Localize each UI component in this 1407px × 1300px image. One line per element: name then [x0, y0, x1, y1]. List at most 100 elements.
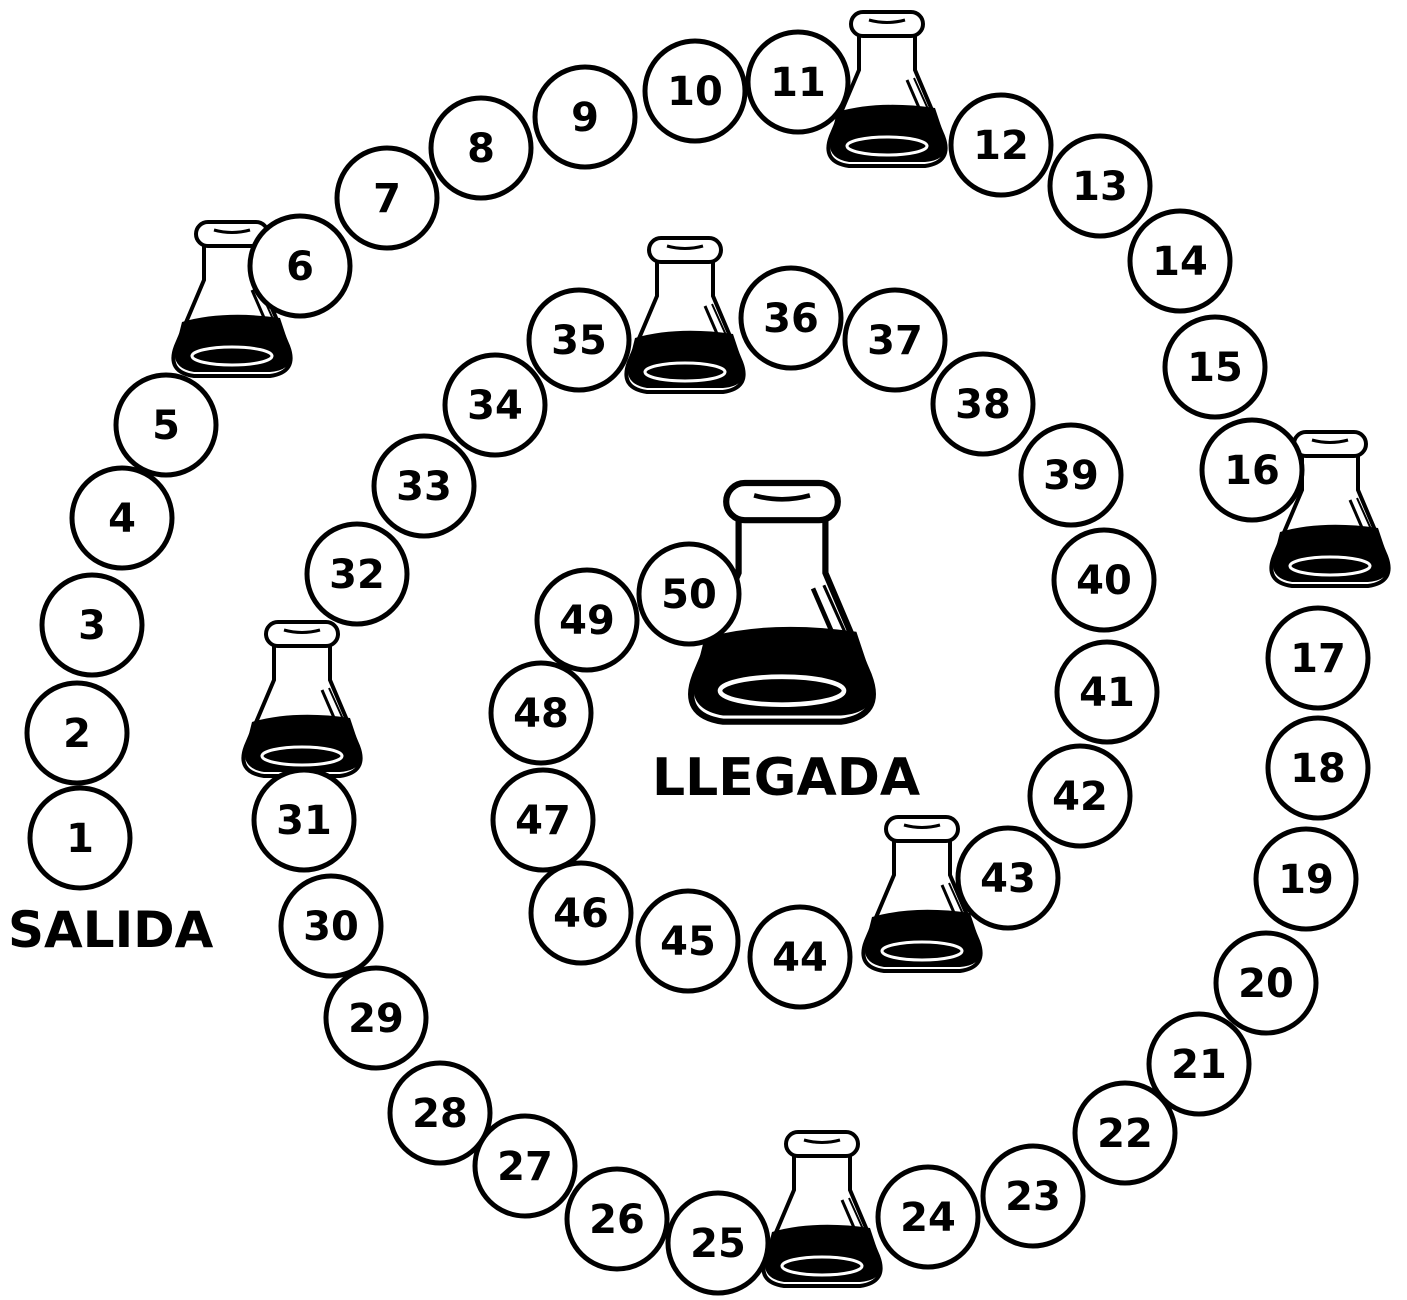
- board-space-number: 39: [1043, 453, 1099, 499]
- board-space-number: 13: [1072, 164, 1128, 210]
- board-space-number: 48: [513, 691, 569, 737]
- board-space-number: 12: [973, 123, 1029, 169]
- board-space-13: 13: [1050, 136, 1150, 236]
- board-space-46: 46: [531, 863, 631, 963]
- board-space-37: 37: [845, 290, 945, 390]
- board-space-number: 35: [551, 318, 607, 364]
- board-space-38: 38: [933, 354, 1033, 454]
- board-space-33: 33: [374, 436, 474, 536]
- board-space-19: 19: [1256, 829, 1356, 929]
- board-space-6: 6: [250, 216, 350, 316]
- flask-icon: [763, 1132, 881, 1286]
- board-space-25: 25: [668, 1193, 768, 1293]
- start-label: SALIDA: [8, 905, 213, 955]
- board-space-number: 34: [467, 383, 523, 429]
- board-space-number: 38: [955, 382, 1011, 428]
- board-space-1: 1: [30, 788, 130, 888]
- board-space-40: 40: [1054, 530, 1154, 630]
- board-space-8: 8: [431, 98, 531, 198]
- board-space-39: 39: [1021, 425, 1121, 525]
- board-space-27: 27: [475, 1116, 575, 1216]
- board-space-22: 22: [1075, 1083, 1175, 1183]
- board-space-45: 45: [638, 891, 738, 991]
- board-space-number: 26: [589, 1197, 645, 1243]
- board-space-9: 9: [535, 67, 635, 167]
- flask-icon: [626, 238, 744, 392]
- board-space-11: 11: [748, 32, 848, 132]
- board-space-29: 29: [326, 968, 426, 1068]
- board-space-number: 1: [66, 816, 94, 862]
- board-space-number: 10: [667, 69, 723, 115]
- board-space-number: 7: [373, 176, 401, 222]
- flask-icon: [243, 622, 361, 776]
- board-space-10: 10: [645, 41, 745, 141]
- board-space-number: 24: [900, 1195, 956, 1241]
- board-space-number: 11: [770, 60, 826, 106]
- board-space-42: 42: [1030, 746, 1130, 846]
- board-space-number: 21: [1171, 1042, 1227, 1088]
- board-space-number: 43: [980, 856, 1036, 902]
- board-space-47: 47: [493, 770, 593, 870]
- board-space-number: 4: [108, 496, 136, 542]
- board-space-number: 50: [661, 572, 717, 618]
- board-space-number: 31: [276, 798, 332, 844]
- board-space-41: 41: [1057, 642, 1157, 742]
- board-space-number: 44: [772, 935, 828, 981]
- board-space-number: 37: [867, 318, 923, 364]
- board-space-35: 35: [529, 290, 629, 390]
- board-space-number: 2: [63, 711, 91, 757]
- board-space-number: 47: [515, 798, 571, 844]
- board-space-44: 44: [750, 907, 850, 1007]
- board-space-36: 36: [741, 268, 841, 368]
- board-space-2: 2: [27, 683, 127, 783]
- board-space-18: 18: [1268, 718, 1368, 818]
- board-space-number: 22: [1097, 1111, 1153, 1157]
- board-space-24: 24: [878, 1167, 978, 1267]
- board-space-number: 41: [1079, 670, 1135, 716]
- board-space-number: 23: [1005, 1174, 1061, 1220]
- board-space-32: 32: [307, 524, 407, 624]
- board-space-16: 16: [1202, 420, 1302, 520]
- board-space-number: 15: [1187, 345, 1243, 391]
- board-space-number: 14: [1152, 239, 1208, 285]
- board-space-number: 17: [1290, 636, 1346, 682]
- board-space-number: 20: [1238, 961, 1294, 1007]
- board-space-50: 50: [639, 544, 739, 644]
- board-space-number: 5: [152, 403, 180, 449]
- board-space-20: 20: [1216, 933, 1316, 1033]
- board-space-28: 28: [390, 1063, 490, 1163]
- board-space-3: 3: [42, 575, 142, 675]
- board-space-34: 34: [445, 355, 545, 455]
- board-space-number: 29: [348, 996, 404, 1042]
- board-space-number: 27: [497, 1144, 553, 1190]
- board-space-number: 30: [303, 904, 359, 950]
- board-space-4: 4: [72, 468, 172, 568]
- board-space-number: 36: [763, 296, 819, 342]
- board-space-number: 19: [1278, 857, 1334, 903]
- board-space-number: 16: [1224, 448, 1280, 494]
- board-space-15: 15: [1165, 317, 1265, 417]
- board-space-17: 17: [1268, 608, 1368, 708]
- board-space-31: 31: [254, 770, 354, 870]
- board-space-number: 45: [660, 919, 716, 965]
- board-space-26: 26: [567, 1169, 667, 1269]
- board-space-14: 14: [1130, 211, 1230, 311]
- board-space-number: 6: [286, 244, 314, 290]
- board-space-number: 42: [1052, 774, 1108, 820]
- board-space-number: 8: [467, 126, 495, 172]
- board-space-number: 9: [571, 95, 599, 141]
- board-space-number: 32: [329, 552, 385, 598]
- board-space-number: 49: [559, 598, 615, 644]
- board-space-48: 48: [491, 663, 591, 763]
- board-space-number: 3: [78, 603, 106, 649]
- board-space-number: 46: [553, 891, 609, 937]
- board-space-number: 40: [1076, 558, 1132, 604]
- finish-label: LLEGADA: [652, 752, 920, 804]
- board-space-49: 49: [537, 570, 637, 670]
- board-space-number: 25: [690, 1221, 746, 1267]
- board-space-12: 12: [951, 95, 1051, 195]
- board-space-number: 33: [396, 464, 452, 510]
- board-space-30: 30: [281, 876, 381, 976]
- board-space-number: 28: [412, 1091, 468, 1137]
